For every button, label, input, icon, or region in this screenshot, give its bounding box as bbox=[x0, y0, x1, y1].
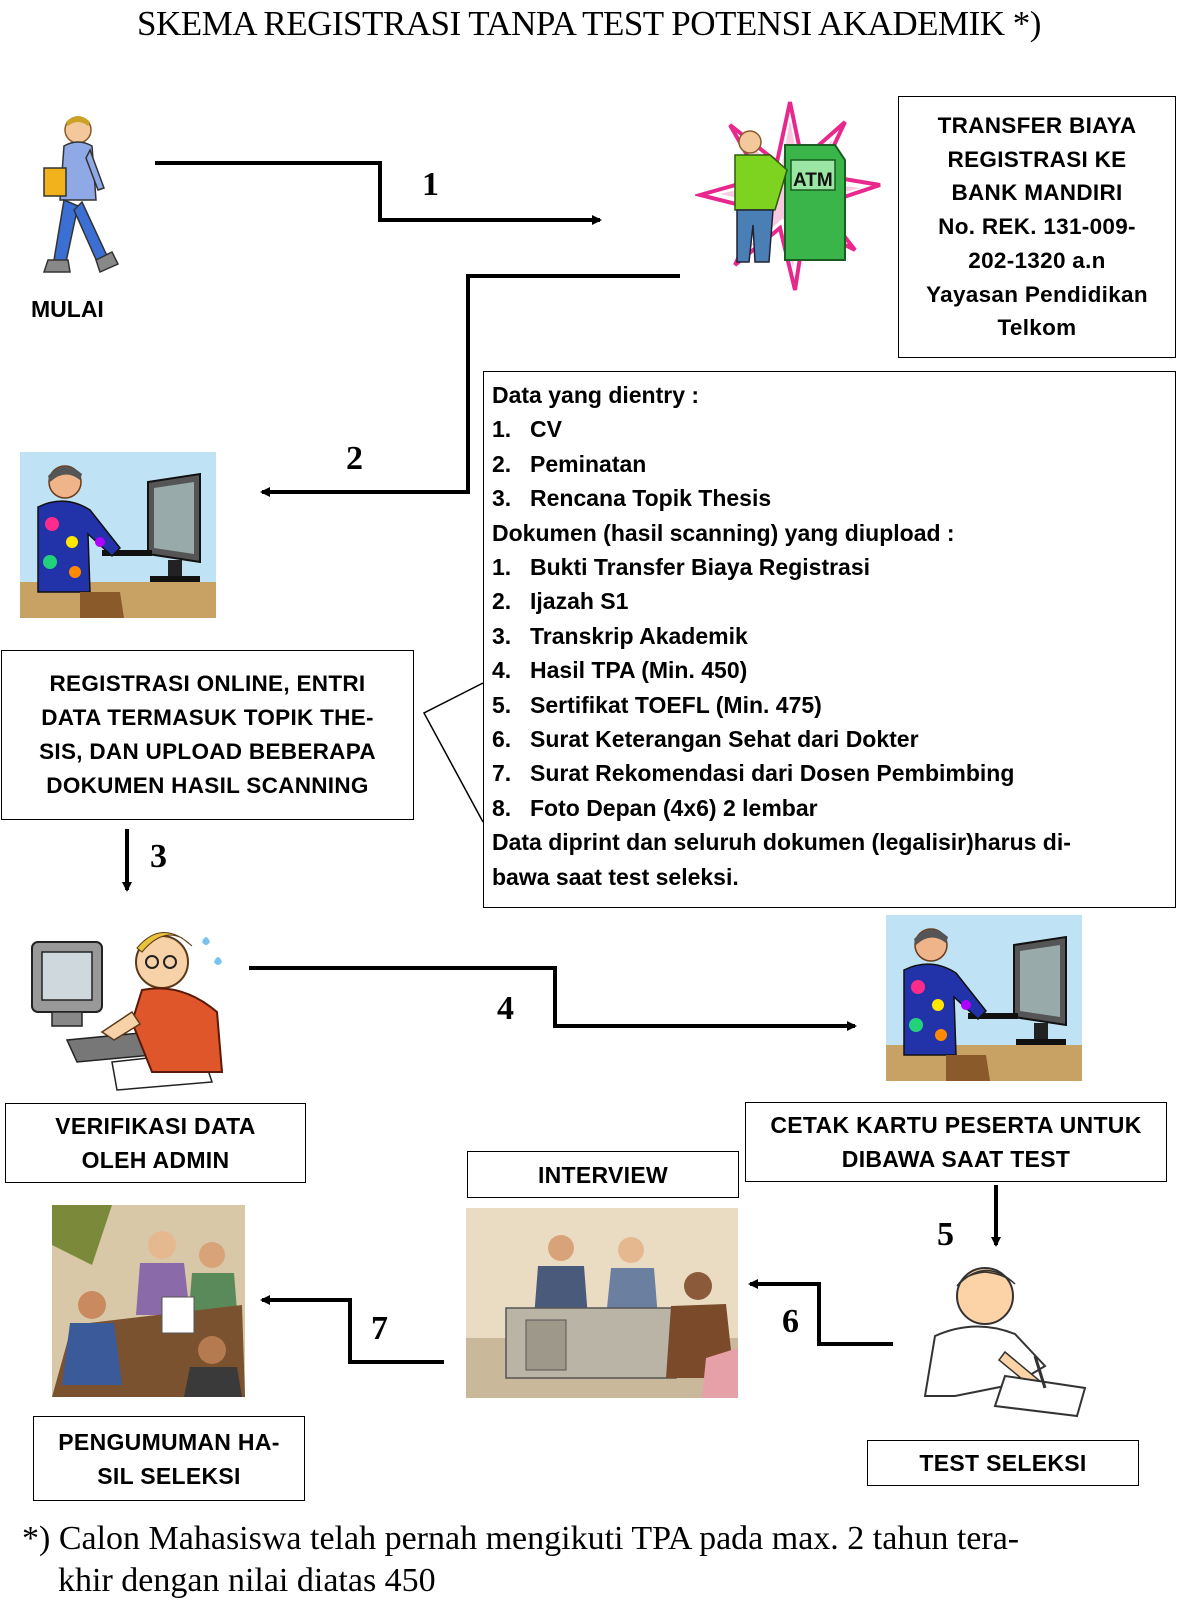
transfer-line: 202-1320 a.n bbox=[968, 247, 1106, 273]
verification-line: VERIFIKASI DATA bbox=[55, 1113, 256, 1139]
list-item: 3.Rencana Topik Thesis bbox=[492, 485, 772, 512]
announcement-line: PENGUMUMAN HA- bbox=[58, 1428, 280, 1455]
interview-box: INTERVIEW bbox=[467, 1151, 739, 1198]
announcement-box: PENGUMUMAN HA- SIL SELEKSI bbox=[33, 1416, 305, 1501]
list-item: 8.Foto Depan (4x6) 2 lembar bbox=[492, 794, 818, 821]
transfer-line: Telkom bbox=[997, 315, 1077, 341]
step-number-6: 6 bbox=[782, 1303, 799, 1340]
list-item: 7.Surat Rekomendasi dari Dosen Pembimbin… bbox=[492, 760, 1015, 787]
closing-line: Data diprint dan seluruh dokumen (legali… bbox=[492, 829, 1071, 856]
transfer-info-box: TRANSFER BIAYA REGISTRASI KE BANK MANDIR… bbox=[898, 96, 1176, 358]
docs-heading: Dokumen (hasil scanning) yang diupload : bbox=[492, 519, 955, 546]
start-label: MULAI bbox=[31, 296, 104, 322]
walking-person-icon bbox=[42, 116, 120, 274]
atm-text: ATM bbox=[793, 170, 833, 191]
transfer-line: Yayasan Pendidikan bbox=[926, 281, 1148, 307]
registration-line: DATA TERMASUK TOPIK THE- bbox=[41, 705, 374, 730]
meeting-scene-icon bbox=[52, 1205, 245, 1397]
student-writing-icon bbox=[923, 1267, 1087, 1418]
list-item: 1.CV bbox=[492, 416, 562, 443]
print-card-line: DIBAWA SAAT TEST bbox=[841, 1146, 1071, 1172]
registration-line: DOKUMEN HASIL SCANNING bbox=[46, 773, 369, 798]
page-title: SKEMA REGISTRASI TANPA TEST POTENSI AKAD… bbox=[137, 4, 1041, 43]
data-heading: Data yang dientry : bbox=[492, 382, 700, 408]
arrow-step-6 bbox=[748, 1279, 893, 1346]
step-number-3: 3 bbox=[150, 838, 167, 875]
print-card-line: CETAK KARTU PESERTA UNTUK bbox=[770, 1112, 1142, 1138]
arrow-step-1 bbox=[155, 161, 602, 225]
computer-user-icon bbox=[20, 452, 216, 618]
arrow-step-7 bbox=[260, 1295, 444, 1364]
computer-user-icon bbox=[886, 915, 1082, 1081]
arrow-step-2 bbox=[260, 274, 680, 497]
stressed-admin-icon bbox=[31, 932, 224, 1091]
registration-line: SIS, DAN UPLOAD BEBERAPA bbox=[39, 739, 376, 764]
arrow-step-4 bbox=[249, 966, 857, 1031]
list-item: 2.Ijazah S1 bbox=[492, 588, 629, 615]
list-item: 4.Hasil TPA (Min. 450) bbox=[492, 657, 748, 684]
list-item: 3.Transkrip Akademik bbox=[492, 622, 748, 649]
step-number-5: 5 bbox=[937, 1216, 954, 1253]
footnote-line: *) Calon Mahasiswa telah pernah mengikut… bbox=[22, 1520, 1020, 1557]
test-selection-box: TEST SELEKSI bbox=[867, 1440, 1139, 1486]
verification-line: OLEH ADMIN bbox=[81, 1147, 230, 1173]
step-number-4: 4 bbox=[497, 990, 514, 1027]
list-item: 1.Bukti Transfer Biaya Registrasi bbox=[492, 554, 871, 581]
announcement-line: SIL SELEKSI bbox=[97, 1462, 241, 1489]
transfer-line: TRANSFER BIAYA bbox=[937, 112, 1137, 138]
transfer-line: BANK MANDIRI bbox=[951, 180, 1123, 206]
transfer-line: No. REK. 131-009- bbox=[938, 214, 1136, 240]
interview-scene-icon bbox=[466, 1208, 738, 1398]
step-number-2: 2 bbox=[346, 440, 363, 477]
list-item: 2.Peminatan bbox=[492, 450, 647, 477]
registration-box: REGISTRASI ONLINE, ENTRI DATA TERMASUK T… bbox=[1, 650, 414, 820]
registration-line: REGISTRASI ONLINE, ENTRI bbox=[49, 671, 366, 696]
callout-pointer bbox=[422, 682, 484, 823]
step-number-7: 7 bbox=[371, 1310, 388, 1347]
atm-user-icon: ATM bbox=[695, 101, 881, 291]
step-number-1: 1 bbox=[422, 166, 439, 203]
footnote: *) Calon Mahasiswa telah pernah mengikut… bbox=[22, 1518, 1162, 1602]
list-item: 6.Surat Keterangan Sehat dari Dokter bbox=[492, 726, 919, 753]
list-item: 5.Sertifikat TOEFL (Min. 475) bbox=[492, 691, 822, 718]
entry-info-box: Data yang dientry : 1.CV 2.Peminatan 3.R… bbox=[483, 371, 1176, 908]
verification-box: VERIFIKASI DATA OLEH ADMIN bbox=[5, 1103, 306, 1183]
transfer-line: REGISTRASI KE bbox=[947, 146, 1127, 172]
print-card-box: CETAK KARTU PESERTA UNTUK DIBAWA SAAT TE… bbox=[745, 1102, 1167, 1182]
footnote-line: khir dengan nilai diatas 450 bbox=[58, 1562, 436, 1599]
closing-line: bawa saat test seleksi. bbox=[492, 863, 739, 890]
